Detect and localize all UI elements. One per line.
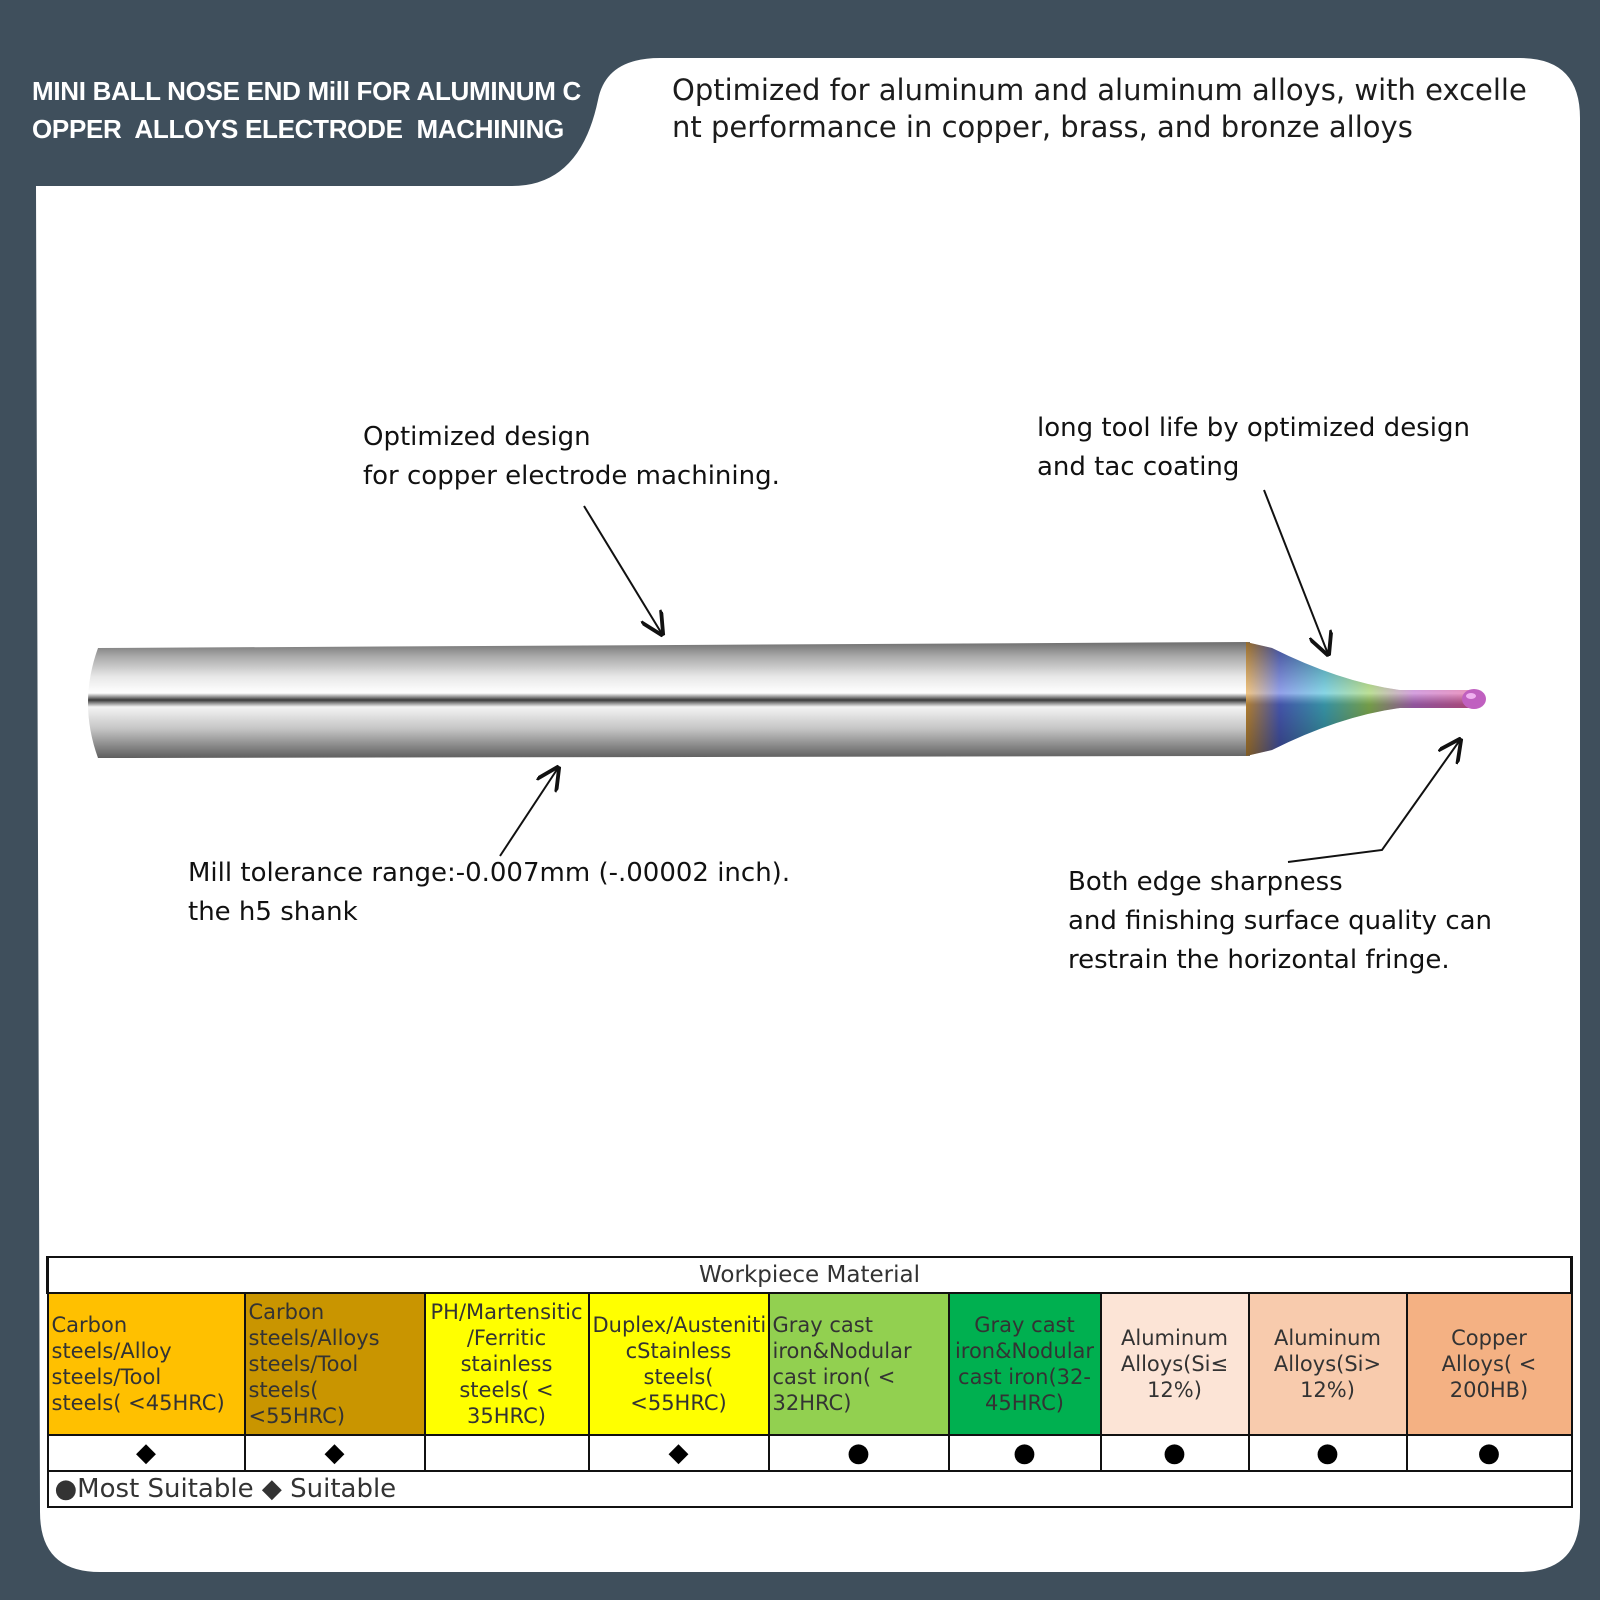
material-cell: Aluminum Alloys(Si> 12%) xyxy=(1247,1292,1408,1436)
material-cell: Duplex/Austeniti cStainless steels( <55H… xyxy=(587,1292,770,1436)
workpiece-material-table: Workpiece Material Carbon steels/Alloy s… xyxy=(45,1256,1574,1508)
material-cell: Gray cast iron&Nodular cast iron( < 32HR… xyxy=(767,1292,950,1436)
material-cell: Carbon steels/Alloys steels/Tool steels(… xyxy=(243,1292,426,1436)
material-row: Carbon steels/Alloy steels/Tool steels( … xyxy=(46,1292,1573,1436)
suitability-symbol: ◆ xyxy=(46,1434,246,1472)
material-cell: PH/Martensitic /Ferritic stainless steel… xyxy=(423,1292,590,1436)
suitability-symbol: ● xyxy=(767,1434,950,1472)
suitability-symbol: ◆ xyxy=(587,1434,770,1472)
callout-tolerance: Mill tolerance range:-0.007mm (-.00002 i… xyxy=(188,858,791,927)
material-cell: Carbon steels/Alloy steels/Tool steels( … xyxy=(46,1292,246,1436)
arrow-tolerance xyxy=(499,768,558,857)
product-title-line-2: OPPER ALLOYS ELECTRODE MACHINING xyxy=(32,114,564,144)
end-mill-tool xyxy=(88,642,1486,758)
tool-ball-tip xyxy=(1462,689,1486,709)
suitability-row: ◆◆◆●●●●● xyxy=(46,1434,1573,1472)
tool-shank xyxy=(88,642,1250,758)
product-title: MINI BALL NOSE END Mill FOR ALUMINUM C O… xyxy=(32,72,612,148)
suitability-symbol: ● xyxy=(1405,1434,1573,1472)
product-description-line-1: Optimized for aluminum and aluminum allo… xyxy=(672,73,1527,107)
callout-design: Optimized design for copper electrode ma… xyxy=(363,422,780,491)
arrow-design xyxy=(583,505,662,634)
product-title-line-1: MINI BALL NOSE END Mill FOR ALUMINUM C xyxy=(32,76,582,106)
suitability-symbol: ● xyxy=(947,1434,1102,1472)
callout-arrows xyxy=(499,489,1460,863)
table-header: Workpiece Material xyxy=(45,1256,1574,1294)
arrow-edge xyxy=(1287,740,1460,863)
suitability-symbol: ◆ xyxy=(243,1434,426,1472)
product-description-line-2: nt performance in copper, brass, and bro… xyxy=(672,110,1413,144)
arrow-tool-life xyxy=(1263,489,1328,654)
end-mill-illustration xyxy=(88,489,1486,863)
callout-edge: Both edge sharpness and finishing surfac… xyxy=(1068,867,1493,975)
material-cell: Gray cast iron&Nodular cast iron(32- 45H… xyxy=(947,1292,1102,1436)
suitability-symbol: ● xyxy=(1099,1434,1250,1472)
suitability-symbol: ● xyxy=(1247,1434,1408,1472)
suitability-symbol xyxy=(423,1434,590,1472)
material-cell: Aluminum Alloys(Si≤ 12%) xyxy=(1099,1292,1250,1436)
callout-tool-life: long tool life by optimized design and t… xyxy=(1037,413,1470,482)
product-description: Optimized for aluminum and aluminum allo… xyxy=(672,72,1552,146)
material-cell: Copper Alloys( < 200HB) xyxy=(1405,1292,1573,1436)
table-legend: ●Most Suitable ◆ Suitable xyxy=(46,1470,1573,1508)
